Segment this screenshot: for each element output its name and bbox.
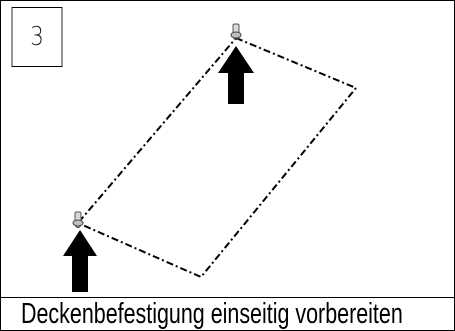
- ceiling-mounting-diagram: [63, 23, 358, 292]
- mounting-outline: [76, 36, 358, 279]
- step-number: 3: [11, 7, 63, 67]
- ceiling-hook-icon: [230, 23, 242, 41]
- caption-box: Deckenbefestigung einseitig vorbereiten: [0, 297, 455, 331]
- caption-text: Deckenbefestigung einseitig vorbereiten: [21, 298, 403, 330]
- ceiling-hook-icon: [72, 211, 84, 229]
- up-arrow-icon: [63, 230, 97, 292]
- up-arrow-icon: [218, 46, 254, 104]
